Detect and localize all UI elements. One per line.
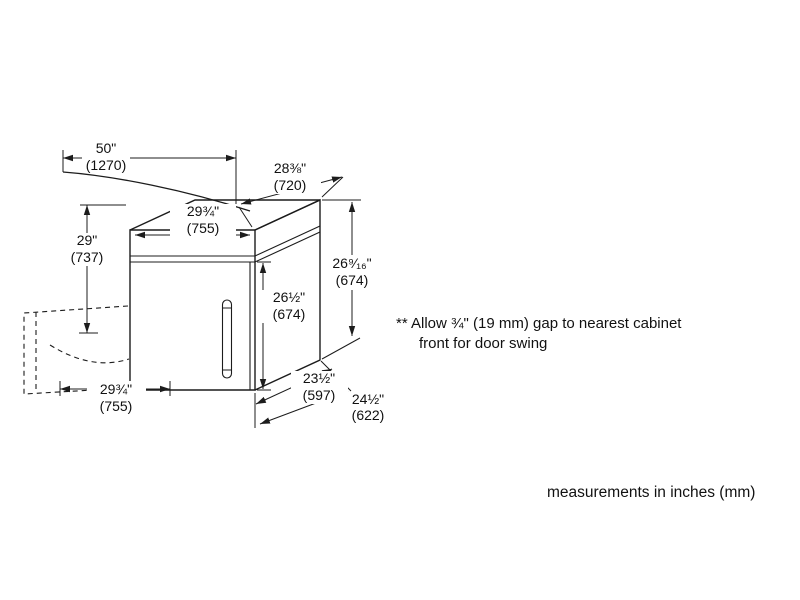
dim-depth-total-inches: 24½" [352,391,384,407]
dim-width-top-mm: (755) [187,220,220,236]
oven-details [62,171,321,390]
dim-width-top-inches: 29¾" [187,203,219,219]
dim-door-height-inches: 26½" [273,289,305,305]
control-panel-line-bottom [130,231,321,263]
dim-door-open-width-inches: 29¾" [100,381,132,397]
dim-height-right-mm: (674) [336,272,369,288]
dim-height-left-inches: 29" [77,232,98,248]
door-swing-note-line-2: front for door swing [419,335,547,352]
dim-door-open-width-mm: (755) [100,398,133,414]
dim-height-right-inches: 26⁹⁄₁₆" [332,255,371,271]
extension-line [79,204,126,334]
dim-door-height-mm: (674) [273,306,306,322]
annotations: ** Allow ¾" (19 mm) gap to nearest cabin… [396,315,755,501]
dimension-labels: 50" (1270) 28⅜" (720) 29¾" (755) 29" (73… [71,140,385,423]
door-handle-caps [222,307,232,371]
oven-front-face [129,229,256,391]
cord-swing-curve [62,171,251,212]
label-backings [61,143,397,424]
dim-cord-inches: 50" [96,140,117,156]
dim-depth-total-mm: (622) [352,407,385,423]
extension-line [321,199,361,360]
dim-depth-top-mm: (720) [274,177,307,193]
dim-depth-body-mm: (597) [303,387,336,403]
dim-depth-body-inches: 23½" [303,370,335,386]
units-note: measurements in inches (mm) [547,484,755,501]
dim-height-left-mm: (737) [71,249,104,265]
extension-line [257,261,271,391]
door-swing-note-line-1: ** Allow ¾" (19 mm) gap to nearest cabin… [396,315,682,332]
dim-cord-mm: (1270) [86,157,126,173]
door-handle [221,299,233,379]
control-panel-line-top [130,225,321,257]
dim-depth-top-inches: 28⅜" [274,160,306,176]
door-swing-arc [49,344,130,364]
